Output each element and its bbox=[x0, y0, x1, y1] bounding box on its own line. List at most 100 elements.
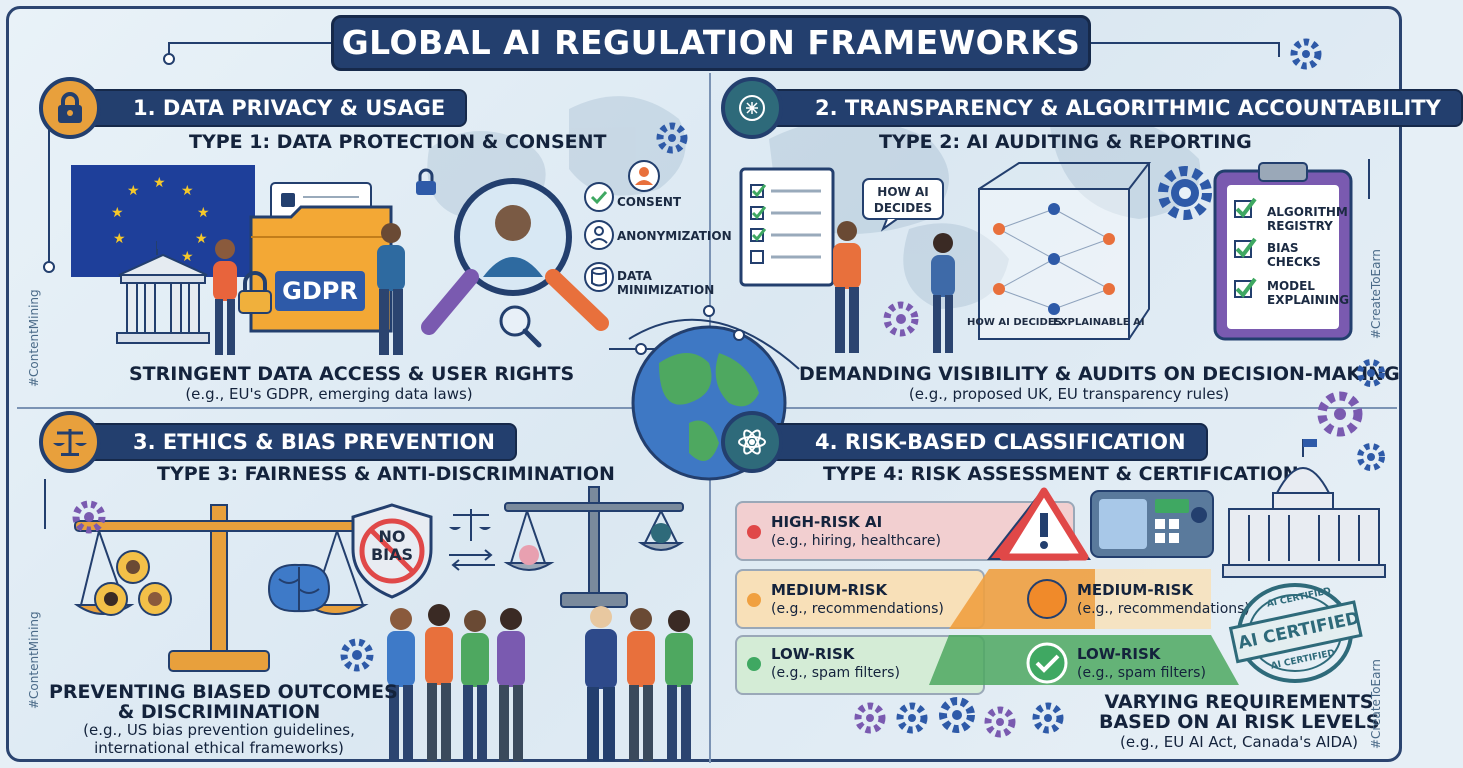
anonymization-icon bbox=[584, 220, 614, 250]
hashtag-right-top: #CreateToEarn bbox=[1369, 249, 1383, 339]
svg-text:★: ★ bbox=[181, 183, 194, 199]
risk-low-title: LOW-RISK bbox=[771, 645, 855, 663]
section-1-caption-sub: (e.g., EU's GDPR, emerging data laws) bbox=[185, 385, 473, 403]
pyramid-medium-sub: (e.g., recommendations) bbox=[1077, 601, 1250, 617]
risk-medium-sub: (e.g., recommendations) bbox=[771, 601, 944, 617]
clipboard-item-bias: BIAS bbox=[1267, 241, 1299, 255]
main-title: GLOBAL AI REGULATION FRAMEWORKS bbox=[331, 15, 1091, 71]
person-man-figure bbox=[377, 223, 405, 355]
person-woman-figure-2 bbox=[931, 233, 955, 353]
pyramid-low-title: LOW-RISK bbox=[1077, 645, 1161, 663]
risk-medium-title: MEDIUM-RISK bbox=[771, 581, 888, 599]
clipboard-item-algorithm: ALGORITHM bbox=[1267, 205, 1348, 219]
risk-low-sub: (e.g., spam filters) bbox=[771, 665, 900, 681]
shield-text-no: NO bbox=[378, 527, 406, 546]
risk-dot-low bbox=[747, 657, 761, 671]
clipboard-item-checks: CHECKS bbox=[1267, 255, 1321, 269]
gear-icon bbox=[1158, 166, 1212, 220]
section-2-caption-sub: (e.g., proposed UK, EU transparency rule… bbox=[908, 385, 1230, 403]
brain-icon bbox=[267, 563, 331, 613]
svg-text:★: ★ bbox=[197, 205, 210, 221]
section-3-type: TYPE 3: FAIRNESS & ANTI-DISCRIMINATION bbox=[157, 463, 615, 485]
section-3-caption-line-1: PREVENTING BIASED OUTCOMES bbox=[49, 681, 398, 703]
pyramid-low-sub: (e.g., spam filters) bbox=[1077, 665, 1206, 681]
gear-icon bbox=[656, 122, 688, 154]
connector-lines bbox=[43, 42, 1370, 529]
gear-icon bbox=[1032, 702, 1064, 734]
check-circle-icon bbox=[1026, 642, 1068, 684]
database-icon bbox=[584, 262, 614, 292]
section-3-caption-sub-1: (e.g., US bias prevention guidelines, bbox=[83, 721, 355, 739]
crowd-of-people bbox=[387, 604, 693, 761]
small-magnifier-icon bbox=[499, 305, 542, 348]
feature-consent: CONSENT bbox=[617, 195, 682, 209]
gear-icon bbox=[72, 500, 106, 534]
person-woman-figure bbox=[213, 239, 237, 355]
checkmark-circle-icon bbox=[584, 182, 614, 212]
shield-text-bias: BIAS bbox=[370, 545, 414, 564]
clipboard-item-model: MODEL bbox=[1267, 279, 1315, 293]
diverse-faces-icon bbox=[94, 550, 172, 616]
gear-icon bbox=[1357, 359, 1385, 387]
capitol-building-icon bbox=[1222, 439, 1386, 578]
risk-high-sub: (e.g., hiring, healthcare) bbox=[771, 533, 941, 549]
ai-certified-stamp bbox=[1228, 583, 1363, 683]
section-2-type: TYPE 2: AI AUDITING & REPORTING bbox=[879, 131, 1252, 153]
person-man-pointing bbox=[833, 221, 861, 353]
gear-icon bbox=[896, 702, 928, 734]
section-4-heading: 4. RISK-BASED CLASSIFICATION bbox=[751, 423, 1208, 461]
scales-icon bbox=[39, 411, 101, 473]
svg-text:★: ★ bbox=[113, 231, 126, 247]
section-4-type: TYPE 4: RISK ASSESSMENT & CERTIFICATION bbox=[823, 463, 1299, 485]
cube-label-how-ai-decides: HOW AI DECIDES bbox=[967, 317, 1062, 328]
section-1-caption: STRINGENT DATA ACCESS & USER RIGHTS bbox=[129, 363, 575, 385]
section-4-caption-sub: (e.g., EU AI Act, Canada's AIDA) bbox=[1120, 733, 1358, 751]
section-2-heading: 2. TRANSPARENCY & ALGORITHMIC ACCOUNTABI… bbox=[751, 89, 1463, 127]
feature-data: DATA bbox=[617, 269, 652, 283]
hashtag-right-bottom: #CreateToEarn bbox=[1369, 659, 1383, 749]
section-3-heading: 3. ETHICS & BIAS PREVENTION bbox=[69, 423, 517, 461]
scales-small-icon bbox=[449, 509, 491, 541]
no-bias-shield-icon bbox=[351, 503, 433, 599]
hashtag-left-top: #ContentMining bbox=[27, 289, 41, 387]
speech-bubble-line-2: DECIDES bbox=[873, 201, 933, 215]
gear-icon bbox=[1317, 391, 1363, 437]
pyramid-medium-title: MEDIUM-RISK bbox=[1077, 581, 1194, 599]
brain-chip-icon bbox=[721, 77, 783, 139]
gear-icon bbox=[939, 697, 975, 733]
control-panel-device bbox=[1090, 490, 1214, 558]
risk-dot-high bbox=[747, 525, 761, 539]
infographic-frame: GLOBAL AI REGULATION FRAMEWORKS 1. DATA … bbox=[6, 6, 1463, 763]
section-4-caption-line-2: BASED ON AI RISK LEVELS bbox=[1099, 711, 1380, 733]
checklist-document bbox=[739, 167, 835, 287]
neural-network-cube bbox=[978, 162, 1152, 340]
feature-minimization: MINIMIZATION bbox=[617, 283, 715, 297]
speech-bubble bbox=[862, 178, 944, 232]
clipboard-item-explaining: EXPLAINING bbox=[1267, 293, 1350, 307]
speech-bubble-line-1: HOW AI bbox=[877, 185, 929, 199]
audit-clipboard bbox=[1213, 162, 1353, 341]
svg-text:★: ★ bbox=[181, 249, 194, 265]
section-1-type: TYPE 1: DATA PROTECTION & CONSENT bbox=[189, 131, 607, 153]
lock-icon bbox=[39, 77, 101, 139]
gear-icon bbox=[984, 706, 1016, 738]
risk-high-title: HIGH-RISK AI bbox=[771, 513, 883, 531]
risk-row-medium bbox=[735, 569, 985, 629]
warning-triangle-icon bbox=[999, 487, 1089, 561]
exchange-arrows-icon bbox=[449, 549, 495, 571]
magnifying-glass-icon bbox=[421, 178, 609, 335]
hashtag-left-bottom: #ContentMining bbox=[27, 611, 41, 709]
section-3-caption-line-2: & DISCRIMINATION bbox=[117, 701, 321, 723]
section-3-caption-sub-2: international ethical frameworks) bbox=[94, 739, 344, 757]
orbit-lines bbox=[628, 305, 800, 370]
gear-icon bbox=[1357, 443, 1385, 471]
section-4-caption-line-1: VARYING REQUIREMENTS bbox=[1104, 691, 1374, 713]
person-circle-icon bbox=[628, 160, 660, 192]
svg-text:★: ★ bbox=[111, 205, 124, 221]
gear-icon bbox=[1290, 38, 1322, 70]
balance-scale-small bbox=[503, 486, 685, 608]
gear-icon bbox=[854, 702, 886, 734]
svg-text:★: ★ bbox=[195, 231, 208, 247]
gdpr-label: GDPR bbox=[275, 271, 365, 311]
risk-dot-medium bbox=[747, 593, 761, 607]
